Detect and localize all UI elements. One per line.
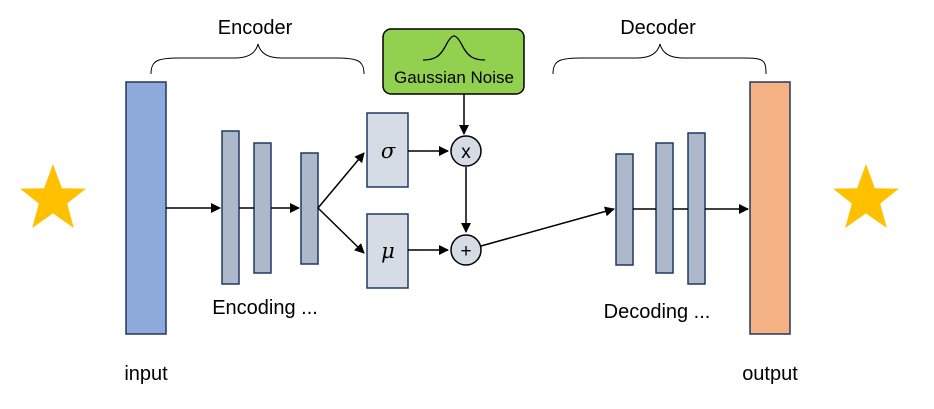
input-layer xyxy=(125,81,167,335)
decoder-brace xyxy=(552,43,767,75)
add-node xyxy=(450,234,482,266)
encoder-label: Encoder xyxy=(218,17,293,39)
gaussian-noise-box xyxy=(382,28,525,95)
gaussian-curve-icon xyxy=(422,35,486,61)
decoding-label: Decoding ... xyxy=(604,301,711,323)
multiply-label: x xyxy=(461,142,471,163)
input-label: input xyxy=(124,363,168,385)
sigma-box xyxy=(366,112,409,188)
star-icon xyxy=(833,164,899,228)
output-layer xyxy=(749,81,791,335)
decoder-layer xyxy=(655,142,674,274)
encoding-label: Encoding ... xyxy=(212,297,318,319)
connector-line xyxy=(317,152,365,209)
gaussian-noise-label: Gaussian Noise xyxy=(394,68,514,87)
multiply-node xyxy=(450,135,482,167)
connector-line xyxy=(480,206,615,247)
connector-line xyxy=(317,207,365,254)
encoder-layer xyxy=(253,142,272,274)
encoder-brace xyxy=(150,43,365,75)
mu-box xyxy=(366,213,409,289)
star-icon xyxy=(20,164,86,228)
output-label: output xyxy=(742,363,798,385)
encoder-layer xyxy=(300,152,319,265)
decoder-layer xyxy=(687,132,706,285)
encoder-layer xyxy=(221,130,240,285)
decoder-layer xyxy=(615,153,634,266)
mu-label: μ xyxy=(381,239,395,263)
add-label: + xyxy=(460,241,471,262)
sigma-label: σ xyxy=(381,139,396,163)
decoder-label: Decoder xyxy=(620,17,696,39)
